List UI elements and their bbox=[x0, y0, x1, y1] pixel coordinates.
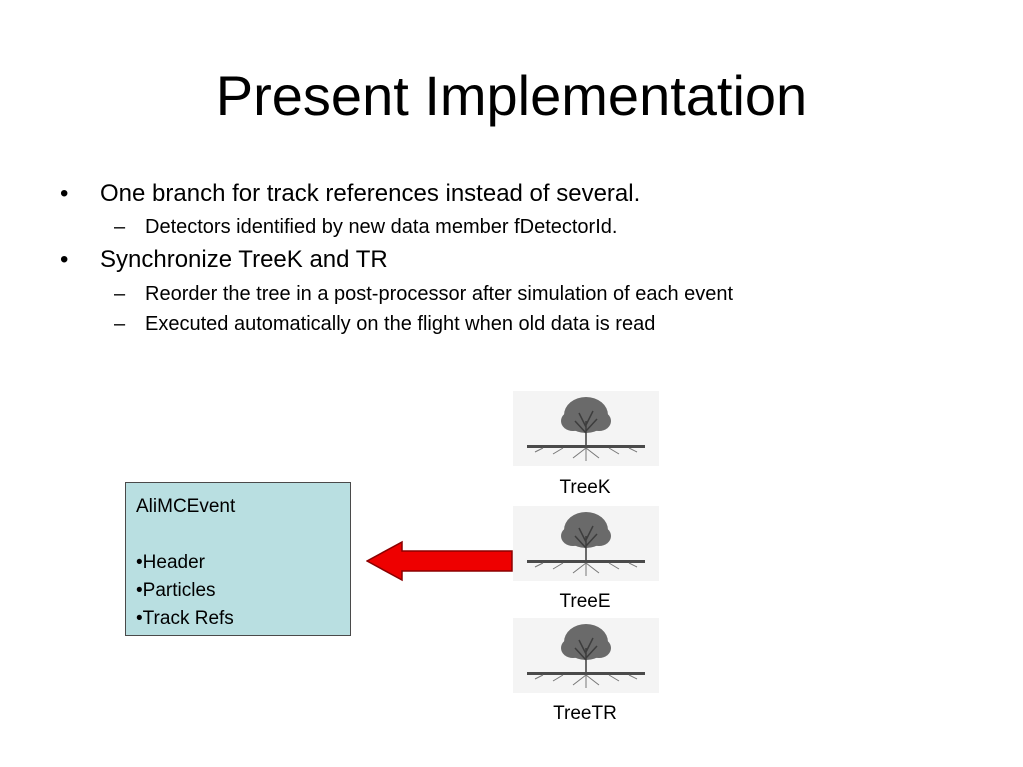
sub-bullet-marker: – bbox=[114, 283, 126, 305]
sub-bullet-item: – Reorder the tree in a post-processor a… bbox=[114, 281, 734, 307]
tree-icon bbox=[527, 512, 645, 576]
treetr-image bbox=[513, 618, 659, 693]
bullet-marker: • bbox=[60, 246, 69, 273]
bullet-marker: • bbox=[60, 180, 69, 207]
sub-bullet-text: Executed automatically on the flight whe… bbox=[145, 313, 656, 335]
box-item-header: •Header bbox=[136, 552, 205, 573]
red-left-arrow bbox=[366, 540, 513, 582]
box-item-particles: •Particles bbox=[136, 580, 216, 601]
box-item-track-refs: •Track Refs bbox=[136, 608, 234, 629]
treek-image bbox=[513, 391, 659, 466]
alimcevent-box: AliMCEvent •Header •Particles •Track Ref… bbox=[125, 482, 351, 636]
sub-bullet-text: Detectors identified by new data member … bbox=[145, 216, 618, 238]
sub-bullet-marker: – bbox=[114, 313, 126, 335]
bullet-text: One branch for track references instead … bbox=[100, 180, 641, 207]
tree-icon bbox=[527, 397, 645, 461]
slide-title: Present Implementation bbox=[215, 64, 808, 127]
bullet-item: • One branch for track references instea… bbox=[60, 179, 641, 209]
sub-bullet-text: Reorder the tree in a post-processor aft… bbox=[145, 283, 734, 305]
treetr-label: TreeTR bbox=[553, 703, 617, 724]
tree-icon bbox=[527, 624, 645, 688]
treek-label: TreeK bbox=[559, 477, 611, 498]
sub-bullet-item: – Detectors identified by new data membe… bbox=[114, 214, 618, 240]
treee-image bbox=[513, 506, 659, 581]
bullet-item: • Synchronize TreeK and TR bbox=[60, 245, 388, 275]
bullet-text: Synchronize TreeK and TR bbox=[100, 246, 388, 273]
box-title: AliMCEvent bbox=[136, 496, 236, 517]
treee-label: TreeE bbox=[559, 591, 611, 612]
sub-bullet-marker: – bbox=[114, 216, 126, 238]
sub-bullet-item: – Executed automatically on the flight w… bbox=[114, 311, 656, 337]
